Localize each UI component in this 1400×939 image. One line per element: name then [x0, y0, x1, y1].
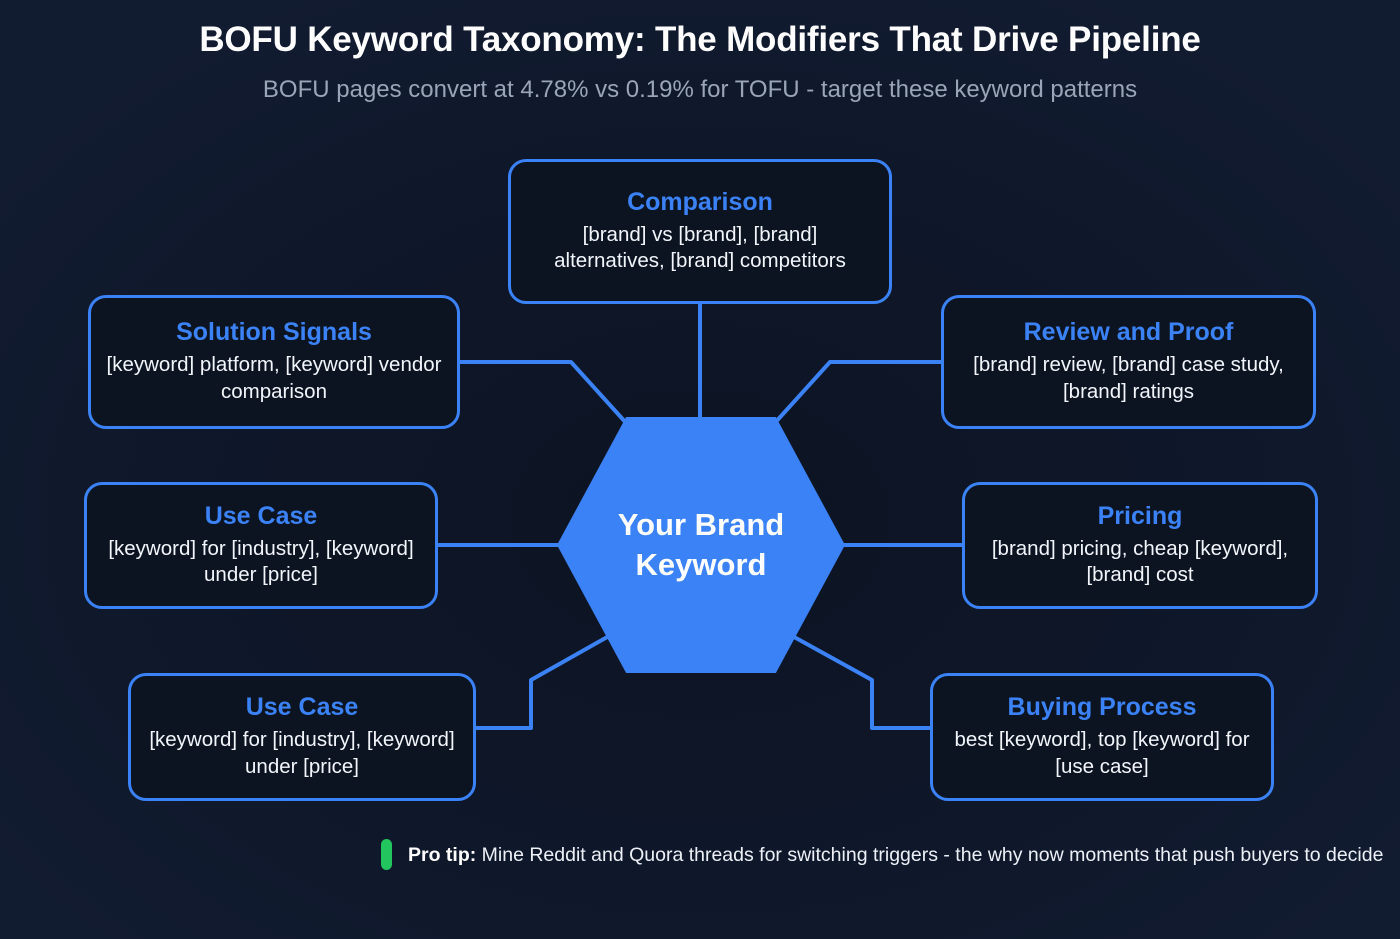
- node-review-and-proof[interactable]: Review and Proof [brand] review, [brand]…: [941, 295, 1316, 429]
- node-comparison-body: [brand] vs [brand], [brand] alternatives…: [554, 222, 846, 273]
- node-review-and-proof-title: Review and Proof: [1023, 318, 1234, 347]
- node-solution-signals-title: Solution Signals: [176, 318, 372, 347]
- wire-solution-signals: [458, 360, 630, 427]
- wire-buying-process: [774, 625, 932, 730]
- node-use-case-left[interactable]: Use Case [keyword] for [industry], [keyw…: [84, 482, 438, 609]
- node-use-case-bottom-title: Use Case: [245, 693, 359, 722]
- node-comparison[interactable]: Comparison [brand] vs [brand], [brand] a…: [508, 159, 892, 304]
- hexagon-shape: [557, 417, 845, 673]
- node-solution-signals-body: [keyword] platform, [keyword] vendor com…: [106, 353, 442, 403]
- node-pricing-title: Pricing: [1097, 501, 1183, 530]
- node-use-case-bottom-body: [keyword] for [industry], [keyword] unde…: [149, 728, 455, 778]
- page-title: BOFU Keyword Taxonomy: The Modifiers Tha…: [199, 20, 1201, 59]
- pro-tip-label: Pro tip:: [408, 844, 477, 866]
- wire-use-case-bottom: [474, 625, 627, 730]
- node-comparison-title: Comparison: [627, 187, 773, 216]
- center-node-your-brand-keyword[interactable]: Your Brand Keyword: [557, 417, 845, 673]
- node-buying-process-title: Buying Process: [1007, 693, 1197, 722]
- node-buying-process-body: best [keyword], top [keyword] for [use c…: [954, 728, 1250, 778]
- node-solution-signals[interactable]: Solution Signals [keyword] platform, [ke…: [88, 295, 460, 429]
- pro-tip-text: Pro tip: Mine Reddit and Quora threads f…: [408, 839, 1383, 870]
- node-use-case-left-title: Use Case: [204, 501, 318, 530]
- page-subtitle: BOFU pages convert at 4.78% vs 0.19% for…: [262, 76, 1138, 103]
- wire-review-and-proof: [771, 360, 943, 427]
- node-review-and-proof-body: [brand] review, [brand] case study, [bra…: [973, 353, 1284, 403]
- center-node-label: Your Brand Keyword: [617, 507, 785, 582]
- node-buying-process[interactable]: Buying Process best [keyword], top [keyw…: [930, 673, 1274, 801]
- pro-tip-callout: Pro tip: Mine Reddit and Quora threads f…: [381, 839, 1383, 871]
- pro-tip-accent-bar: [381, 839, 392, 871]
- node-pricing[interactable]: Pricing [brand] pricing, cheap [keyword]…: [962, 482, 1318, 609]
- node-use-case-left-body: [keyword] for [industry], [keyword] unde…: [108, 536, 414, 587]
- pro-tip-body: Mine Reddit and Quora threads for switch…: [476, 844, 1384, 866]
- node-use-case-bottom[interactable]: Use Case [keyword] for [industry], [keyw…: [128, 673, 476, 801]
- node-pricing-body: [brand] pricing, cheap [keyword], [brand…: [991, 536, 1289, 587]
